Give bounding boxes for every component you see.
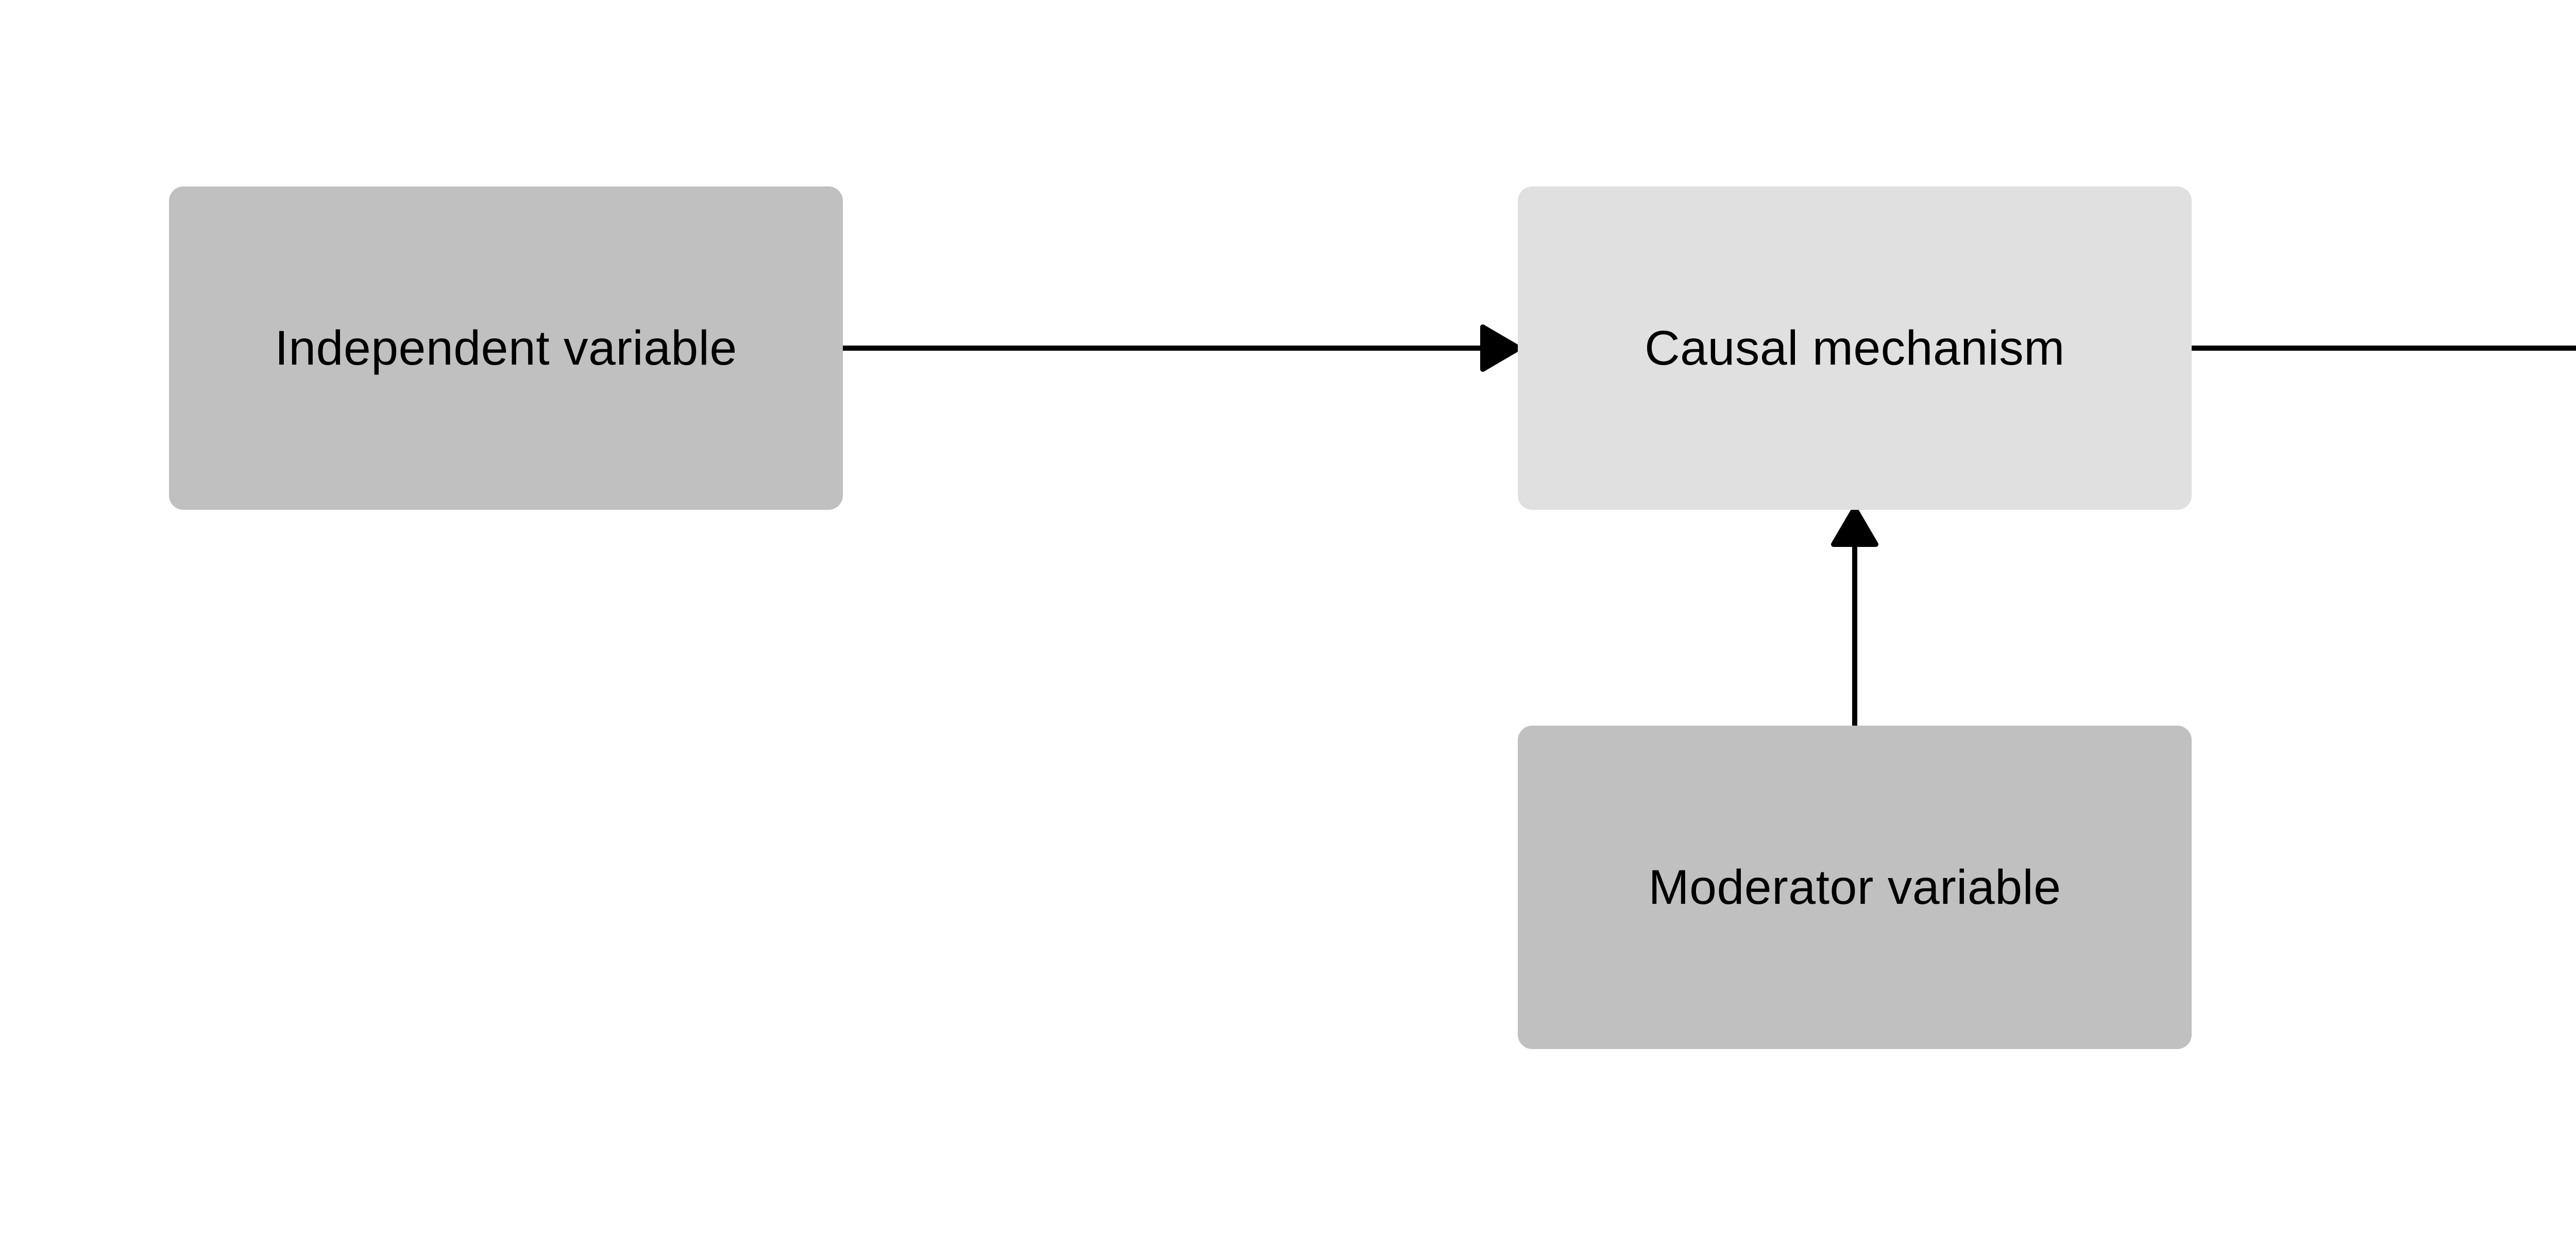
edge-moderator-to-causal — [1831, 506, 1878, 729]
node-label: Moderator variable — [1648, 860, 2061, 915]
node-causal-mechanism: Causal mechanism — [1518, 186, 2192, 510]
edge-causal-to-dependent — [2189, 346, 2576, 351]
node-independent-variable: Independent variable — [169, 186, 843, 510]
edge-independent-to-causal — [839, 324, 1521, 372]
node-label: Causal mechanism — [1645, 321, 2065, 375]
node-label: Independent variable — [275, 321, 737, 375]
arrowhead-up-icon — [1831, 506, 1878, 547]
arrowhead-right-icon — [1480, 324, 1521, 372]
node-moderator-variable: Moderator variable — [1518, 726, 2192, 1049]
